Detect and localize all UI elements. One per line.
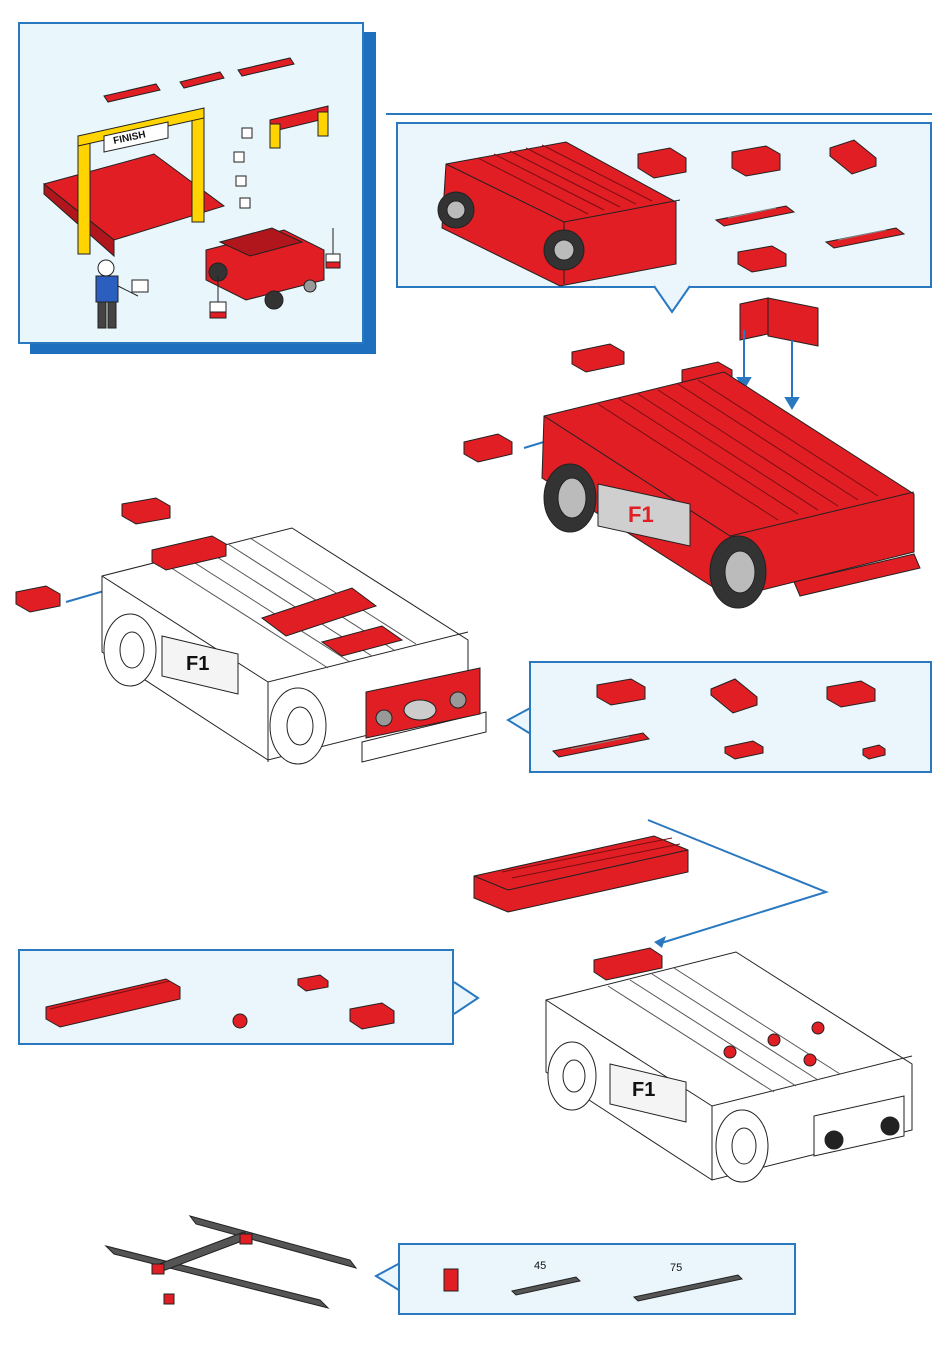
red-car-assembly-step: F1 [458,290,938,620]
white-car-final-step: F1 [518,936,938,1206]
white-car-assembly-step: F1 [12,492,492,782]
plate-assembly-step [472,820,832,940]
parts-panel-step-3 [18,949,454,1045]
step-2-parts [531,663,934,775]
overview-panel: FINISH [18,22,364,344]
beam-75-label: 75 [670,1262,682,1274]
white-car-decal-text: F1 [186,653,209,675]
step-3-parts [20,951,456,1047]
parts-panel-step-1 [396,122,932,288]
step-4-parts [400,1245,798,1317]
panel-3-pointer [452,980,482,1016]
white-car-final-decal-text: F1 [632,1079,655,1101]
parts-panel-step-2 [529,661,932,773]
beam-45-label: 45 [534,1260,546,1272]
frame-assembly-step [104,1214,364,1314]
section-divider [386,113,932,115]
finish-scene-illustration: FINISH [20,24,366,346]
step-1-parts [398,124,934,290]
parts-panel-step-4 [398,1243,796,1315]
red-car-decal-text: F1 [628,502,654,527]
